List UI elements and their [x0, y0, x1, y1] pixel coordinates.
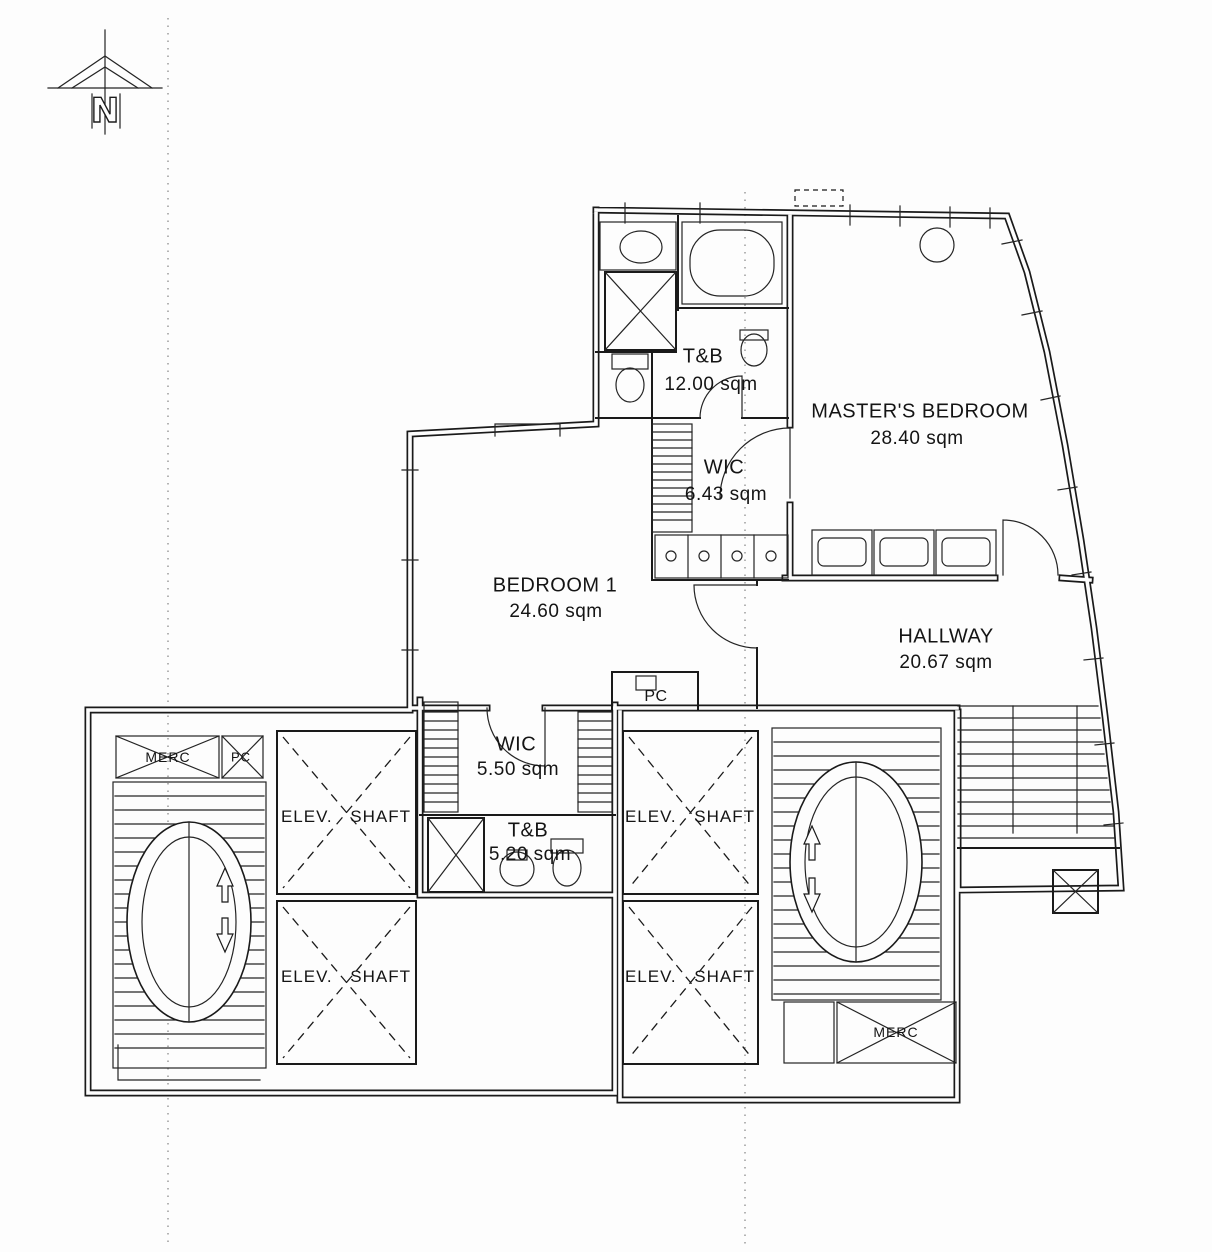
stair-up-arrow [803, 824, 821, 861]
area-label-bedroom-1: 24.60 sqm [509, 601, 603, 622]
room-label-bedroom-1: BEDROOM 1 [492, 574, 618, 597]
middle-stairwell [771, 727, 942, 1001]
merc-right-room [836, 1001, 957, 1064]
bath-door-swing [699, 375, 743, 419]
room-label-elev-shaft-1: ELEV. SHAFT [280, 807, 412, 826]
elev-shaft-1 [276, 730, 417, 895]
elev-shaft-3 [622, 730, 759, 895]
store-room [783, 1001, 835, 1064]
elev-shaft-2 [276, 900, 417, 1065]
toilet-tank [550, 838, 584, 854]
window-ticks [401, 189, 1124, 826]
left-core [112, 730, 417, 1081]
stair-down-arrow [803, 877, 821, 914]
area-label-tb-upper: 12.00 sqm [664, 374, 758, 395]
wic-door-swing [486, 707, 546, 767]
room-label-tb-lower: T&B [507, 819, 549, 842]
stair-up-arrow [216, 866, 234, 903]
ceiling-fixture [919, 227, 955, 263]
room-label-masters-bedroom: MASTER'S BEDROOM [811, 400, 1029, 423]
closet [577, 711, 613, 813]
upper-bathroom-fixtures [599, 221, 783, 419]
closet [935, 529, 997, 576]
vanity-counter [599, 221, 677, 271]
bedroom1-door-swing [693, 584, 758, 649]
lav-counter [739, 329, 769, 341]
area-label-masters-bedroom: 28.40 sqm [870, 428, 964, 449]
hall-door-swing [719, 427, 791, 499]
small-shaft [1052, 869, 1099, 914]
room-label-pc-left: PC [230, 749, 252, 765]
grid-lines [167, 18, 746, 1245]
shower-stall [604, 271, 677, 351]
sink [619, 230, 663, 264]
room-label-pc-upper: PC [644, 688, 668, 705]
room-label-merc-left: MERC [145, 749, 191, 765]
area-label-tb-lower: 5.20 sqm [488, 844, 572, 865]
room-label-wic-upper: WIC [703, 456, 745, 479]
stair-down-arrow [216, 917, 234, 954]
toilet [615, 367, 645, 403]
bathtub [681, 221, 783, 305]
toilet-tank [611, 353, 649, 370]
area-label-wic-upper: 6.43 sqm [684, 484, 768, 505]
room-label-elev-shaft-2: ELEV. SHAFT [280, 967, 412, 986]
shower-stall [427, 817, 485, 893]
area-label-hallway: 20.67 sqm [899, 652, 993, 673]
lower-wic-tb [423, 675, 657, 893]
hallway-stairs [957, 705, 1116, 914]
toilet [552, 849, 582, 887]
upper-wic-closets [651, 423, 789, 579]
merc-left-room [115, 735, 220, 779]
walls [84, 206, 1125, 1104]
north-letter: N [91, 91, 119, 131]
area-label-wic-lower: 5.50 sqm [476, 759, 560, 780]
closet [873, 529, 935, 576]
middle-core [622, 727, 957, 1065]
room-label-hallway: HALLWAY [898, 625, 994, 648]
closet [651, 423, 693, 533]
bedroom-door-swing [1002, 519, 1059, 576]
bathtub-basin [689, 229, 775, 297]
pc-left-room [221, 735, 264, 779]
sink [499, 851, 535, 887]
room-label-elev-shaft-4: ELEV. SHAFT [624, 967, 756, 986]
lavatory [740, 333, 768, 367]
room-label-tb-upper: T&B [682, 345, 724, 368]
partitions [419, 215, 1120, 849]
room-label-elev-shaft-3: ELEV. SHAFT [624, 807, 756, 826]
room-label-merc-right: MERC [873, 1024, 919, 1040]
masters-bedroom-details [693, 227, 1059, 649]
canopy-dashed [794, 189, 844, 207]
room-label-wic-lower: WIC [495, 733, 537, 756]
left-stairwell [112, 781, 267, 1069]
pc-fixture [635, 675, 657, 691]
north-arrow: N [47, 29, 163, 135]
closet [811, 529, 873, 576]
elev-shaft-4 [622, 900, 759, 1065]
